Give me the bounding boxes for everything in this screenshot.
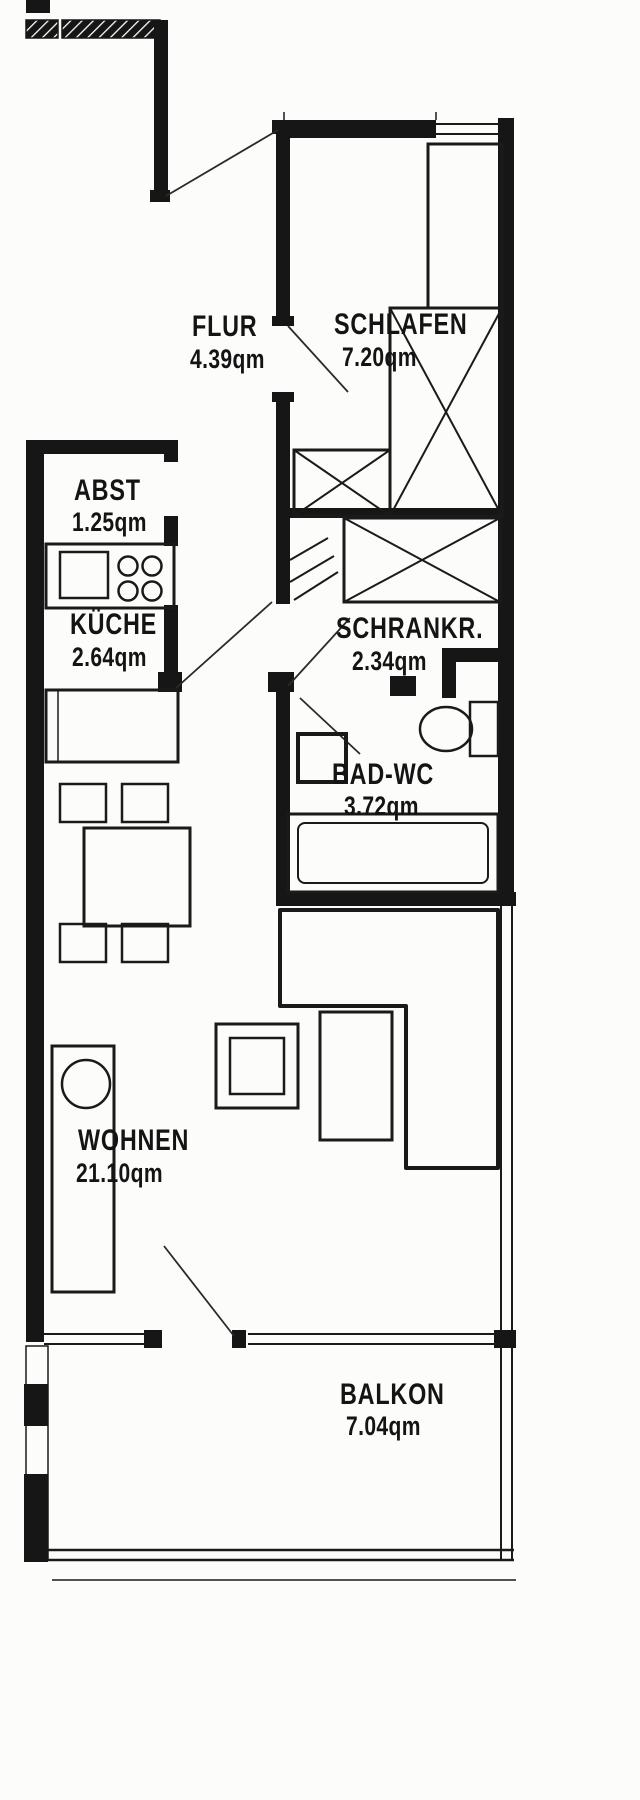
furniture-schrankraum [289,516,502,604]
plant [60,1058,112,1110]
room-area-balkon: 7.04qm [346,1412,421,1442]
room-area-schlafen: 7.20qm [342,343,417,373]
sideboard-wohnen [50,1044,116,1294]
chair [58,922,108,964]
shaft-hatch-marks [289,537,339,601]
stove-burners [117,555,163,602]
kitchen-sideboard [44,688,180,764]
kitchen-sink [58,550,110,600]
walls [24,0,516,1581]
bed [388,306,504,518]
door-leaf-schlafen [287,325,349,393]
room-label-abst: ABST [74,473,141,506]
pillar-balcony-left-upper [24,1384,48,1426]
furniture-kueche [44,542,180,764]
room-area-flur: 4.39qm [190,345,265,375]
room-label-bad: BAD-WC [332,757,434,790]
toilet [418,700,500,758]
room-area-bad: 3.72qm [344,792,419,822]
wall-abst-right-upper [164,440,178,462]
pillar-balcony-left-lower [24,1474,48,1562]
door-leaf-wohnen [175,601,273,689]
wall-schlafen-top [284,120,436,138]
wall-top-left-stub [26,0,50,13]
door-leaf-bad [299,697,361,755]
jamb-schlafen-door-bottom [272,392,294,402]
jamb-schlafen-door-top [272,316,294,326]
room-area-schrankraum: 2.34qm [352,647,427,677]
jamb-entry-left [150,190,170,202]
door-leaf-balcony [163,1245,235,1337]
dining-table [82,826,192,928]
room-label-wohnen: WOHNEN [78,1123,189,1156]
dining-set [58,782,192,964]
room-area-kueche: 2.64qm [72,643,147,673]
wall-kueche-corridor [164,605,178,675]
room-label-balkon: BALKON [340,1377,445,1410]
armchair [318,1010,394,1142]
room-label-flur: FLUR [192,309,257,342]
furniture-schlafen [292,142,504,518]
furniture-wohnen [50,782,500,1294]
wall-bad-niche-v [442,648,456,698]
wall-abst-top [26,440,178,454]
chair [120,782,170,824]
wardrobe-schrankraum [342,516,502,604]
wall-hatched-b [61,19,161,39]
cabinet-schlafen [292,448,392,518]
door-leaf-schrankraum [287,617,351,687]
jamb-right-balcony [494,1330,516,1348]
jamb-wohnen-opening-right [268,672,294,692]
jamb-abst-door [164,516,178,546]
kitchen-counter [44,542,176,610]
room-label-kueche: KÜCHE [70,607,157,640]
wall-bad-niche-h [442,648,504,662]
bathtub [286,812,500,894]
furniture-bad [286,700,500,894]
room-label-schlafen: SCHLAFEN [334,307,468,340]
coffee-table [214,1022,300,1110]
jamb-balcony-door-left [144,1330,162,1348]
room-area-wohnen: 21.10qm [76,1159,163,1189]
room-area-abst: 1.25qm [72,508,147,538]
doors [163,129,361,1337]
bathroom-sink [296,732,348,784]
room-labels: FLUR 4.39qm SCHLAFEN 7.20qm ABST 1.25qm … [70,307,483,1441]
wall-schlafen-left-upper [276,134,290,324]
corner-sofa [278,908,500,1170]
wall-schlafen-left-lower [276,398,290,520]
wardrobe-schlafen [426,142,504,310]
jamb-balcony-door-right [232,1330,246,1348]
wall-hatched-a [25,19,59,39]
jamb-bad-door [390,676,416,696]
door-leaf-entrance [165,129,279,197]
wall-entry-vertical [154,20,168,198]
chair [58,782,108,824]
room-label-schrankraum: SCHRANKR. [336,611,483,644]
wall-bad-bottom [276,892,516,906]
wall-left-exterior [26,440,44,1342]
chair [120,922,170,964]
wall-schrankraum-left [276,508,290,604]
